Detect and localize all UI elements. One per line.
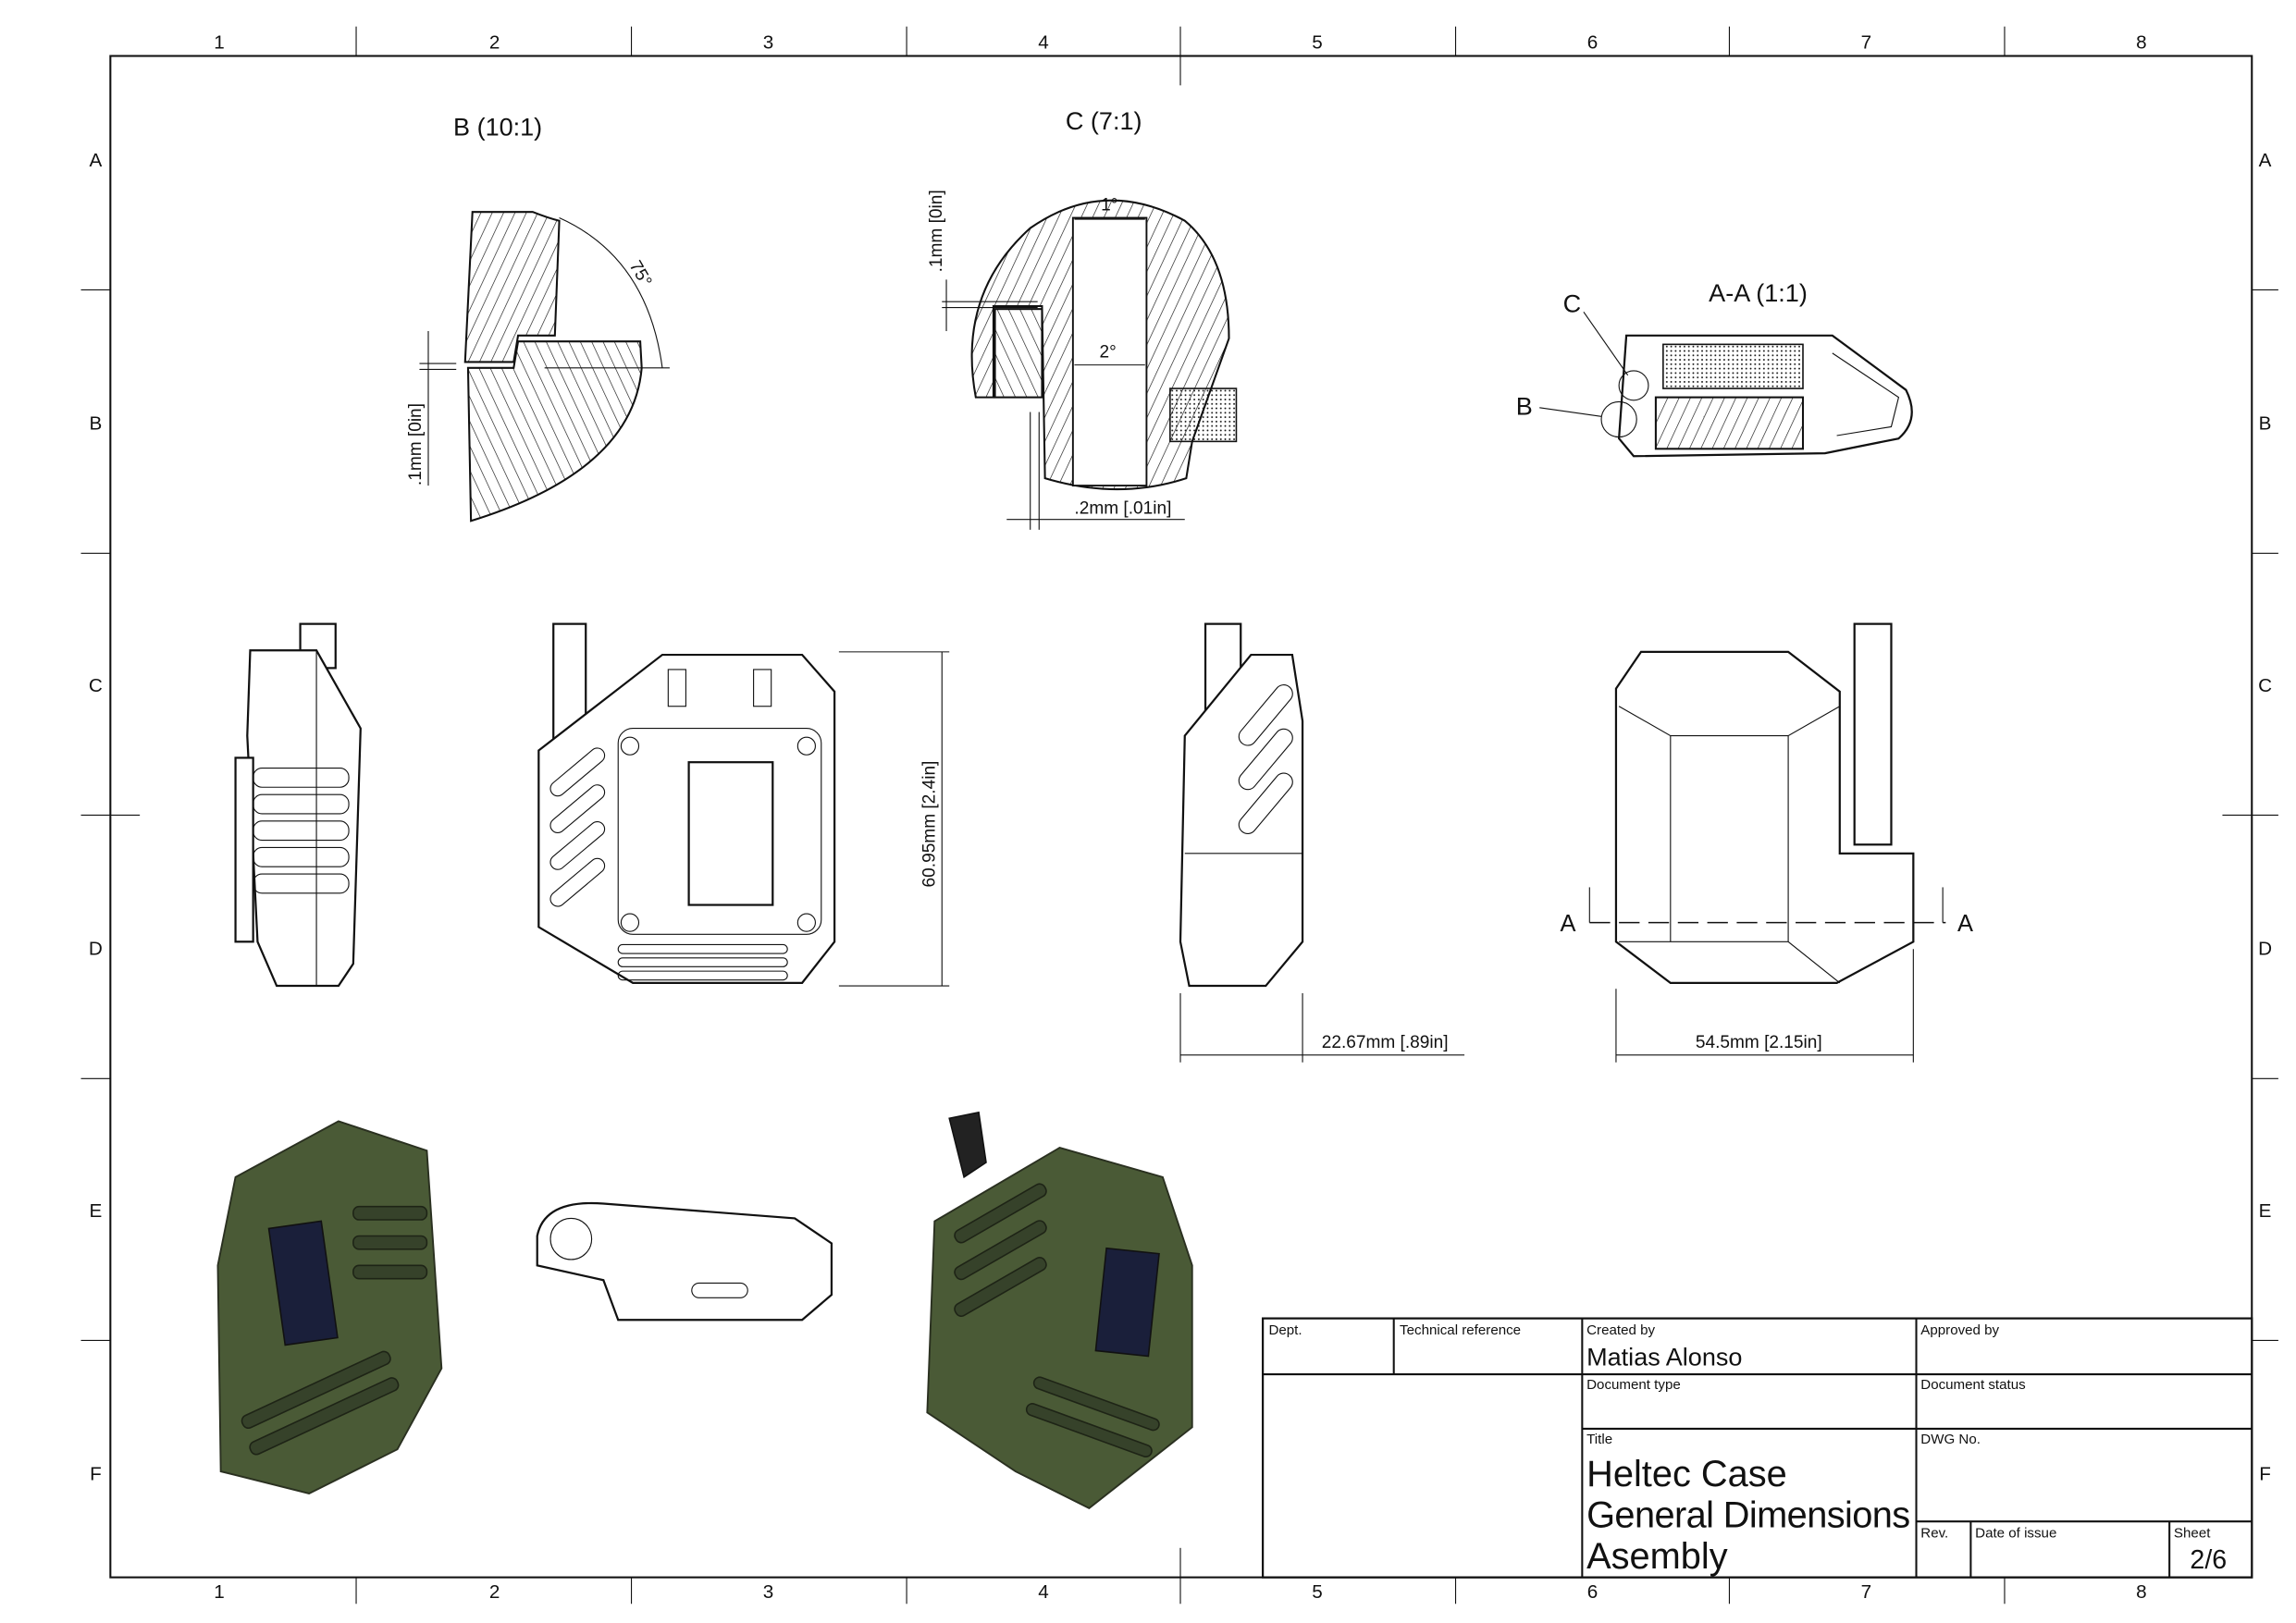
depth-dimension: 22.67mm [.89in] (1322, 1033, 1449, 1052)
detail-view-c: C (7:1) 1° 2° .1mm [0in] .2mm [.01in] (927, 107, 1238, 530)
angle-dimension: 1° (1101, 196, 1117, 215)
side-view-left (234, 622, 362, 988)
section-view-aa: A-A (1:1) C B (1516, 279, 1913, 458)
detail-view-b: B (10:1) 75° .1mm [0in] (406, 113, 670, 523)
title-label: Title (1586, 1432, 1612, 1447)
column-label: 1 (214, 32, 225, 54)
title-line: Heltec Case (1586, 1454, 1787, 1494)
dept-label: Dept. (1268, 1322, 1302, 1338)
column-label: 6 (1587, 32, 1599, 54)
row-label: E (2259, 1200, 2272, 1222)
row-label: D (89, 939, 103, 960)
view-label: C (7:1) (1066, 107, 1142, 135)
section-mark: A (1957, 911, 1973, 937)
column-label: 8 (2136, 32, 2147, 54)
created-by-value: Matias Alonso (1586, 1344, 1742, 1371)
back-view: A A 54.5mm [2.15in] (1560, 622, 1973, 1063)
gap-dimension: .1mm [0in] (927, 190, 946, 272)
callout-label: B (1516, 393, 1533, 421)
row-label: C (89, 675, 103, 696)
column-label: 6 (1587, 1581, 1599, 1603)
title-line: General Dimensions (1586, 1495, 1910, 1536)
column-label: 4 (1038, 32, 1049, 54)
row-label: F (2259, 1464, 2271, 1485)
column-label: 5 (1312, 32, 1323, 54)
doc-type-label: Document type (1586, 1377, 1681, 1393)
column-label: 3 (763, 1581, 774, 1603)
view-label: A-A (1:1) (1709, 279, 1808, 307)
row-label: E (90, 1200, 103, 1222)
tech-ref-label: Technical reference (1400, 1322, 1521, 1338)
column-label: 1 (214, 1581, 225, 1603)
column-label: 2 (489, 32, 500, 54)
gap-dimension: .2mm [.01in] (1074, 498, 1171, 518)
column-label: 4 (1038, 1581, 1049, 1603)
section-mark: A (1560, 911, 1575, 937)
column-label: 7 (1861, 32, 1872, 54)
angle-dimension: 75° (625, 257, 656, 289)
angle-dimension: 2° (1099, 343, 1116, 363)
column-label: 3 (763, 32, 774, 54)
dwg-label: DWG No. (1920, 1432, 1981, 1447)
rev-label: Rev. (1920, 1526, 1948, 1542)
view-label: B (10:1) (453, 113, 542, 141)
row-label: B (90, 413, 103, 435)
created-by-label: Created by (1586, 1322, 1655, 1338)
column-label: 7 (1861, 1581, 1872, 1603)
approved-by-label: Approved by (1920, 1322, 1999, 1338)
render-iso-left (216, 1120, 443, 1494)
row-label: B (2259, 413, 2272, 435)
row-label: A (90, 150, 103, 171)
row-label: F (90, 1464, 102, 1485)
column-label: 8 (2136, 1581, 2147, 1603)
title-block: Dept. Technical reference Created by App… (1261, 1317, 2253, 1579)
date-label: Date of issue (1975, 1526, 2056, 1542)
side-view-right: 22.67mm [.89in] (1179, 622, 1465, 1063)
gap-dimension: .1mm [0in] (406, 403, 426, 486)
height-dimension: 60.95mm [2.4in] (920, 761, 939, 888)
row-label: D (2258, 939, 2272, 960)
doc-status-label: Document status (1920, 1377, 2026, 1393)
row-label: A (2259, 150, 2272, 171)
column-label: 5 (1312, 1581, 1323, 1603)
drawing-frame: 1 2 3 4 5 6 7 8 1 2 3 4 5 6 7 8 A B C D … (80, 26, 2278, 1605)
column-label: 2 (489, 1581, 500, 1603)
row-label: C (2258, 675, 2272, 696)
sheet-label: Sheet (2174, 1526, 2211, 1542)
sheet-number: 2/6 (2190, 1545, 2227, 1575)
title-line: Asembly (1586, 1536, 1728, 1577)
callout-label: C (1563, 289, 1582, 317)
front-view: 60.95mm [2.4in] (537, 622, 950, 987)
width-dimension: 54.5mm [2.15in] (1696, 1033, 1822, 1052)
render-iso-right (926, 1111, 1193, 1509)
render-bottom-view (536, 1201, 833, 1322)
